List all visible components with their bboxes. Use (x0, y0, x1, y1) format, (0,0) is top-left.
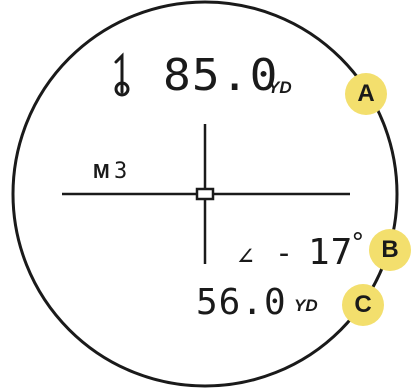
callout-c-badge: C (342, 284, 384, 326)
callout-a-badge: A (345, 73, 387, 115)
mode-number: 3 (114, 159, 129, 184)
angle-sign: - (275, 236, 295, 271)
angle-degree: ° (350, 228, 367, 258)
horizontal-distance: 56.0 (196, 282, 287, 323)
line-of-sight-unit: YD (268, 78, 292, 97)
viewfinder-circle (11, 0, 399, 388)
angle-symbol: ∠ (237, 240, 255, 273)
mode-label: M (93, 161, 110, 183)
crosshair-center-box (195, 187, 215, 201)
callout-b-badge: B (369, 229, 411, 271)
horizontal-unit: YD (294, 296, 318, 315)
angle-value: 17 (308, 232, 354, 273)
line-of-sight-distance: 85.0 (163, 50, 279, 101)
range-indicator-icon (114, 52, 130, 97)
